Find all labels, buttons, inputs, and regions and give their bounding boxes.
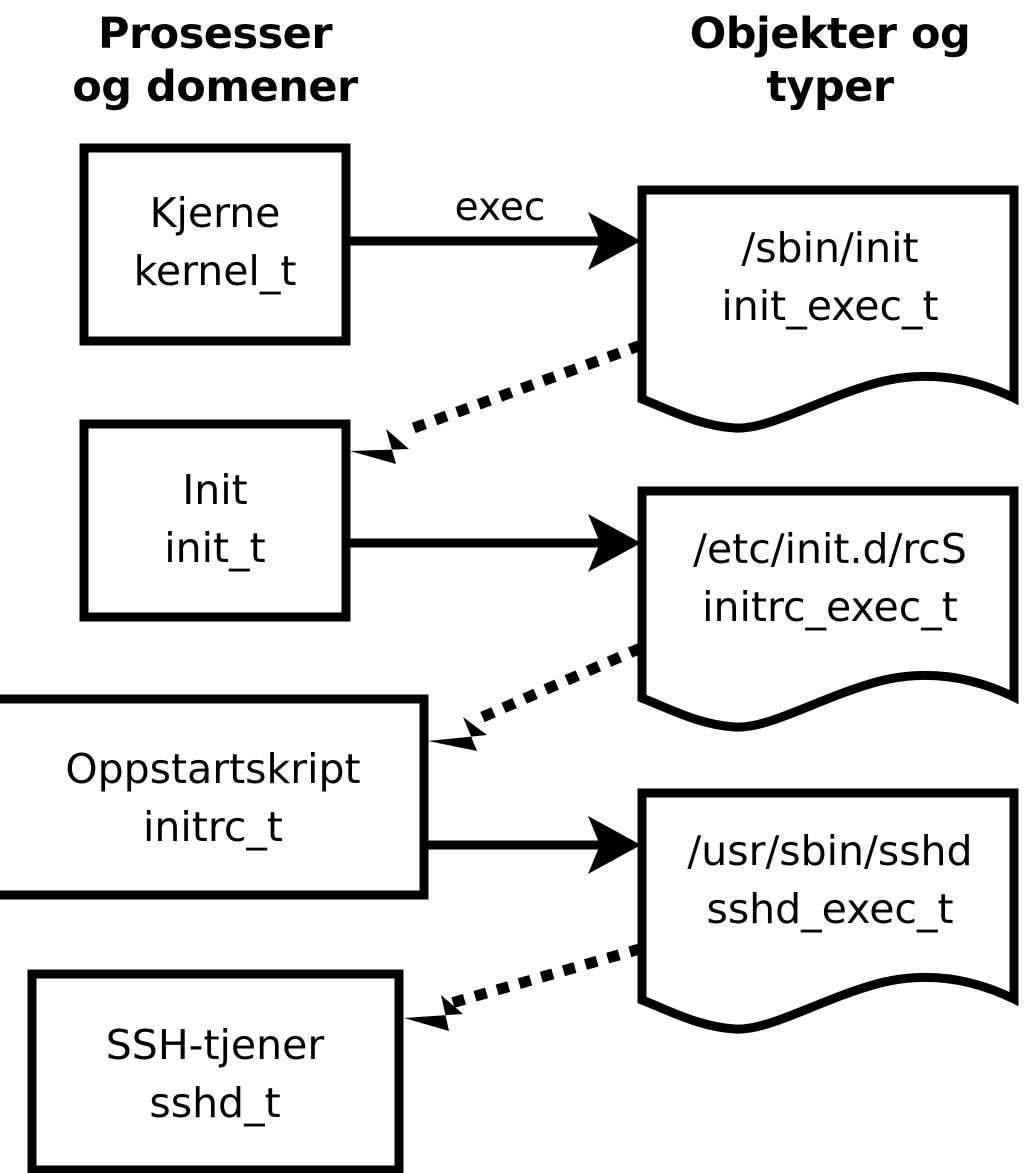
edge-kernel-exec-init: exec — [348, 185, 641, 270]
column-header-objects-line2: typer — [766, 62, 895, 112]
process-node-kernel-line1: Kjerne — [150, 189, 281, 237]
edge-init-exec-rcs-arrowhead — [588, 514, 641, 572]
object-node-usr-sbin-sshd-line2: sshd_exec_t — [706, 885, 953, 933]
object-node-etc-initd-rcs-doc[interactable] — [637, 486, 1019, 732]
process-node-init-line2: init_t — [164, 524, 265, 572]
object-node-sbin-init-doc[interactable] — [637, 185, 1019, 433]
edge-kernel-exec-init-arrowhead — [588, 212, 641, 270]
process-node-initrc-box[interactable] — [0, 694, 429, 900]
edge-rcsexec-becomes-initrc — [428, 642, 644, 751]
column-header-objects: Objekter og typer — [690, 9, 971, 112]
edge-rcsexec-becomes-initrc-arrowhead — [428, 717, 487, 751]
object-node-etc-initd-rcs-line2: initrc_exec_t — [702, 583, 958, 631]
edge-initrc-exec-sshd-arrowhead — [588, 816, 641, 874]
edge-initexec-becomes-init-arrowhead — [350, 429, 409, 464]
object-node-etc-initd-rcs[interactable]: /etc/init.d/rcS initrc_exec_t — [637, 486, 1019, 732]
edge-label-exec: exec — [455, 185, 546, 230]
process-node-initrc-line1: Oppstartskript — [65, 745, 360, 793]
object-node-etc-initd-rcs-line1: /etc/init.d/rcS — [693, 525, 967, 573]
edge-sshdexec-becomes-sshd — [404, 943, 643, 1031]
object-node-usr-sbin-sshd-line1: /usr/sbin/sshd — [687, 827, 972, 875]
object-node-sbin-init-line1: /sbin/init — [741, 224, 918, 272]
edge-initexec-becomes-init — [350, 339, 644, 464]
edge-init-exec-rcs — [345, 514, 641, 572]
object-node-sbin-init-line2: init_exec_t — [721, 282, 938, 330]
process-node-initrc[interactable]: Oppstartskript initrc_t — [0, 694, 429, 900]
edge-initexec-becomes-init-line — [392, 339, 644, 441]
object-node-usr-sbin-sshd[interactable]: /usr/sbin/sshd sshd_exec_t — [637, 788, 1019, 1034]
process-node-kernel-line2: kernel_t — [134, 247, 297, 295]
process-node-init-box[interactable] — [79, 419, 351, 622]
process-node-kernel[interactable]: Kjerne kernel_t — [79, 143, 351, 346]
process-node-sshd-box[interactable] — [27, 969, 404, 1173]
process-node-initrc-line2: initrc_t — [143, 803, 283, 851]
column-header-processes-line1: Prosesser — [98, 9, 333, 59]
process-node-init-line1: Init — [182, 466, 248, 514]
column-header-processes: Prosesser og domener — [72, 9, 359, 112]
process-node-kernel-box[interactable] — [79, 143, 351, 346]
process-node-sshd[interactable]: SSH-tjener sshd_t — [27, 969, 404, 1173]
process-node-sshd-line2: sshd_t — [149, 1079, 280, 1127]
column-header-processes-line2: og domener — [72, 62, 359, 112]
edge-rcsexec-becomes-initrc-line — [470, 642, 644, 727]
process-node-init[interactable]: Init init_t — [79, 419, 351, 622]
edge-sshdexec-becomes-sshd-arrowhead — [404, 995, 463, 1031]
object-node-usr-sbin-sshd-doc[interactable] — [637, 788, 1019, 1034]
column-header-objects-line1: Objekter og — [690, 9, 971, 59]
edge-initrc-exec-sshd — [426, 816, 641, 874]
process-node-sshd-line1: SSH-tjener — [106, 1021, 325, 1069]
object-node-sbin-init[interactable]: /sbin/init init_exec_t — [637, 185, 1019, 433]
edge-sshdexec-becomes-sshd-line — [448, 943, 643, 1009]
